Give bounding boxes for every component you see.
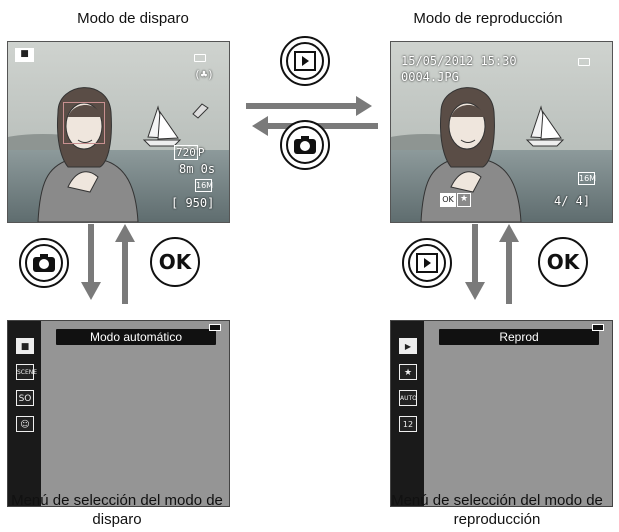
- list-by-date-icon[interactable]: 12: [399, 416, 417, 432]
- image-size-icon: 16M: [195, 179, 214, 192]
- right-vertical-arrows: [465, 224, 519, 304]
- file-name: 0004.JPG: [401, 70, 459, 84]
- arrow-up-icon: [115, 224, 135, 304]
- face-icon[interactable]: ☺: [16, 416, 34, 432]
- arrow-right-icon: [246, 96, 372, 116]
- arrow-down-icon: [465, 224, 485, 300]
- ok-button[interactable]: OK: [150, 237, 200, 287]
- smart-portrait-icon[interactable]: SO: [16, 390, 34, 406]
- battery-icon: [194, 54, 206, 62]
- play-icon[interactable]: ▶: [399, 338, 417, 354]
- arrow-down-icon: [81, 224, 101, 300]
- left-vertical-arrows: [81, 224, 135, 304]
- image-size-icon: 16M: [578, 172, 597, 185]
- focus-frame: [63, 102, 105, 144]
- shooting-button[interactable]: [280, 120, 330, 170]
- auto-mode-camera-icon[interactable]: ■: [16, 338, 34, 354]
- star-icon[interactable]: ★: [399, 364, 417, 380]
- arrow-up-icon: [499, 224, 519, 304]
- vibration-reduction-icon: (♣): [194, 68, 214, 81]
- battery-icon: [592, 324, 604, 331]
- portrait-illustration: [37, 87, 209, 222]
- frame-counter: 4/ 4]: [554, 194, 591, 208]
- playback-screen: 15/05/2012 15:30 0004.JPG 16M OK ★ 4/ 4]: [390, 41, 613, 223]
- favorite-star-icon: ★: [457, 193, 471, 207]
- play-icon: [294, 51, 316, 71]
- play-icon: [416, 253, 438, 273]
- playback-mode-menu: ▶ ★ AUTO 12 Reprod: [390, 320, 613, 507]
- camera-mode-icon: ■: [15, 48, 34, 62]
- capture-datetime: 15/05/2012 15:30: [401, 54, 517, 68]
- playback-button[interactable]: [280, 36, 330, 86]
- shooting-menu-caption: Menú de selección del modo de disparo: [11, 492, 223, 528]
- ok-label-icon: OK: [440, 193, 456, 207]
- mode-switch-arrows: [246, 96, 378, 136]
- playback-mode-title: Modo de reproducción: [413, 10, 563, 27]
- arrow-left-icon: [252, 116, 378, 136]
- playback-menu-caption: Menú de selección del modo de reproducci…: [391, 492, 603, 528]
- shooting-mode-menu: ■ SCENE SO ☺ Modo automático: [7, 320, 230, 507]
- shooting-menu-button[interactable]: [19, 238, 69, 288]
- battery-icon: [209, 324, 221, 331]
- battery-icon: [578, 58, 590, 66]
- camera-icon: [294, 136, 316, 154]
- ok-button[interactable]: OK: [538, 237, 588, 287]
- remaining-time: 8m 0s: [179, 162, 216, 176]
- shooting-mode-title: Modo de disparo: [77, 10, 189, 27]
- camera-icon: [33, 254, 55, 272]
- playback-menu-button[interactable]: [402, 238, 452, 288]
- scene-mode-icon[interactable]: SCENE: [16, 364, 37, 380]
- remaining-shots: [ 950]: [171, 196, 215, 210]
- auto-sort-icon[interactable]: AUTO: [399, 390, 417, 406]
- menu-header: Modo automático: [56, 329, 216, 345]
- menu-header: Reprod: [439, 329, 599, 345]
